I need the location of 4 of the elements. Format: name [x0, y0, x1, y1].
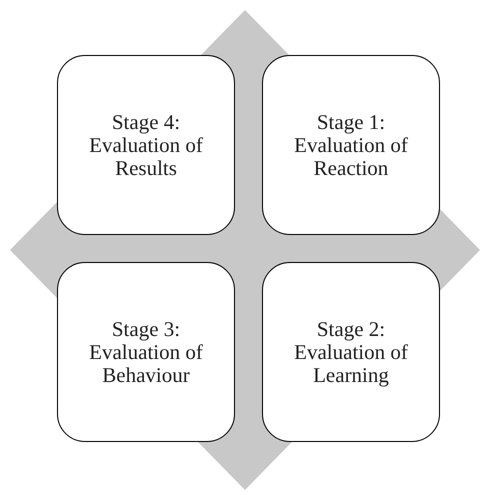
- stage-label: Stage 4: Evaluation of Results: [88, 110, 204, 180]
- stage-label: Stage 2: Evaluation of Learning: [293, 318, 409, 386]
- stage-label: Stage 3: Evaluation of Behaviour: [88, 318, 204, 386]
- stage-label: Stage 1: Evaluation of Reaction: [293, 110, 409, 180]
